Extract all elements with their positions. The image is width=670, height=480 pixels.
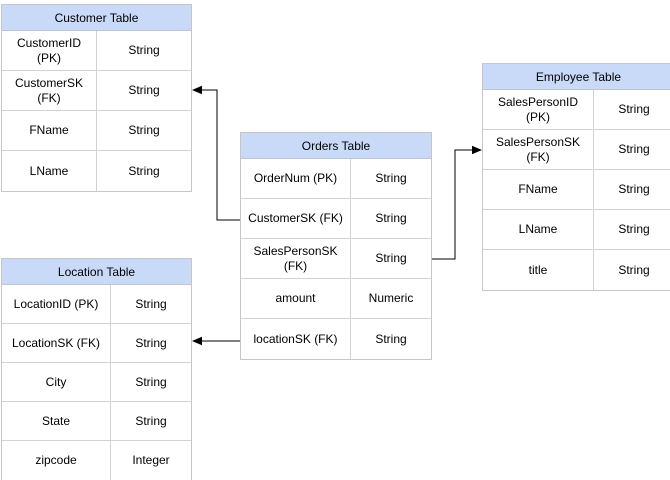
table-row: OrderNum (PK) String: [241, 159, 431, 199]
table-row: locationSK (FK) String: [241, 319, 431, 359]
employee-table: Employee Table SalesPersonID (PK) String…: [482, 63, 670, 291]
employee-table-title: Employee Table: [483, 64, 670, 90]
field-name-cell: LName: [483, 210, 594, 249]
table-row: title String: [483, 250, 670, 290]
field-type-cell: String: [135, 413, 167, 428]
table-row: LocationID (PK) String: [2, 285, 191, 324]
field-name-cell: LocationSK (FK): [2, 324, 111, 362]
table-row: FName String: [483, 170, 670, 210]
table-row: City String: [2, 363, 191, 402]
table-row: CustomerSK (FK) String: [241, 199, 431, 239]
field-name-cell: FName: [2, 111, 97, 150]
customer-table: Customer Table CustomerID (PK) String Cu…: [1, 4, 192, 192]
field-type-cell: String: [375, 331, 407, 346]
table-row: zipcode Integer: [2, 441, 191, 480]
table-row: LocationSK (FK) String: [2, 324, 191, 363]
table-row: SalesPersonSK (FK) String: [241, 239, 431, 279]
field-type-cell: String: [128, 123, 160, 137]
field-name-cell: SalesPersonSK (FK): [483, 130, 594, 169]
field-name-cell: LName: [2, 151, 97, 191]
field-type-cell: Numeric: [368, 291, 414, 305]
field-type-cell: String: [375, 171, 407, 185]
field-type-cell: String: [128, 83, 160, 97]
connector-orders-to-employee: [432, 145, 482, 260]
field-type-cell: String: [135, 296, 167, 311]
field-name-cell: CustomerID (PK): [2, 31, 97, 70]
field-name-cell: CustomerSK (FK): [2, 71, 97, 110]
field-name-cell: City: [2, 363, 111, 401]
table-row: LName String: [2, 151, 191, 191]
arrowhead-right-icon: [472, 145, 482, 155]
field-type-cell: String: [128, 43, 160, 57]
field-name-cell: LocationID (PK): [2, 285, 111, 323]
field-type-cell: String: [618, 262, 650, 277]
field-type-cell: String: [618, 182, 650, 196]
field-type-cell: String: [375, 211, 407, 225]
table-row: LName String: [483, 210, 670, 250]
field-name-cell: SalesPersonID (PK): [483, 90, 594, 129]
arrowhead-left-icon: [192, 336, 202, 346]
connector-orders-to-customer: [192, 85, 240, 221]
table-row: FName String: [2, 111, 191, 151]
connector-orders-to-location: [192, 336, 240, 346]
field-name-cell: CustomerSK (FK): [241, 199, 351, 238]
location-table-title: Location Table: [2, 259, 191, 285]
arrowhead-left-icon: [192, 85, 202, 95]
field-name-cell: SalesPersonSK (FK): [241, 239, 351, 278]
field-type-cell: String: [618, 142, 650, 156]
field-type-cell: String: [375, 251, 407, 265]
field-name-cell: FName: [483, 170, 594, 209]
table-row: CustomerSK (FK) String: [2, 71, 191, 111]
table-row: SalesPersonSK (FK) String: [483, 130, 670, 170]
field-type-cell: String: [135, 335, 167, 350]
table-row: State String: [2, 402, 191, 441]
field-type-cell: String: [128, 163, 160, 178]
field-name-cell: State: [2, 402, 111, 440]
field-name-cell: OrderNum (PK): [241, 159, 351, 198]
orders-table: Orders Table OrderNum (PK) String Custom…: [240, 132, 432, 360]
customer-table-title: Customer Table: [2, 5, 191, 31]
table-row: CustomerID (PK) String: [2, 31, 191, 71]
field-type-cell: String: [618, 102, 650, 116]
table-row: amount Numeric: [241, 279, 431, 319]
table-row: SalesPersonID (PK) String: [483, 90, 670, 130]
field-type-cell: Integer: [132, 453, 170, 467]
field-type-cell: String: [618, 222, 650, 236]
orders-table-title: Orders Table: [241, 133, 431, 159]
field-name-cell: amount: [241, 279, 351, 318]
field-type-cell: String: [135, 374, 167, 389]
field-name-cell: locationSK (FK): [241, 319, 351, 359]
location-table: Location Table LocationID (PK) String Lo…: [1, 258, 192, 480]
field-name-cell: title: [483, 250, 594, 290]
field-name-cell: zipcode: [2, 441, 111, 480]
